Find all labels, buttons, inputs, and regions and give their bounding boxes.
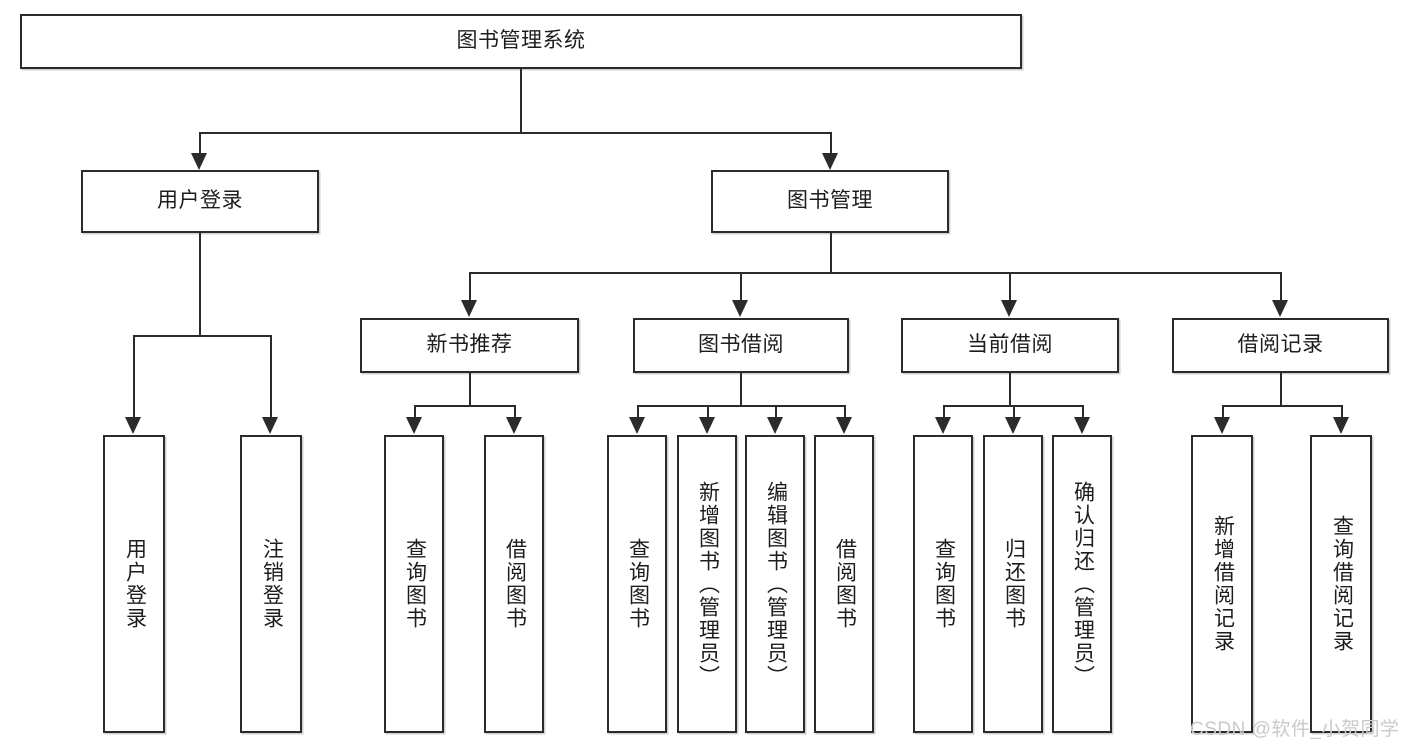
arrowhead-bb-leaf-1 <box>629 417 645 434</box>
connector-drop-nbr-leaf-2 <box>514 405 516 419</box>
node-label: 用户登录 <box>157 189 243 213</box>
leaf-bb-add-book-admin[interactable]: 新增图书（管理员） <box>677 435 737 733</box>
node-label: 新增借阅记录 <box>1211 515 1235 653</box>
arrowhead-user-login <box>191 153 207 170</box>
node-label: 新书推荐 <box>426 333 513 357</box>
connector-drop-br-leaf-1 <box>1222 405 1224 419</box>
node-label: 查询图书 <box>932 538 956 630</box>
arrowhead-cb-leaf-1 <box>935 417 951 434</box>
leaf-cb-return-book[interactable]: 归还图书 <box>983 435 1043 733</box>
connector-level3-bus <box>469 272 1280 274</box>
connector-drop-leaf-logout <box>270 335 272 418</box>
arrowhead-current-borrow <box>1001 300 1017 317</box>
connector-drop-bb-leaf-3 <box>775 405 777 419</box>
connector-drop-br-leaf-2 <box>1341 405 1343 419</box>
node-label: 确认归还（管理员） <box>1071 480 1095 688</box>
leaf-bb-edit-book-admin[interactable]: 编辑图书（管理员） <box>745 435 805 733</box>
connector-user-login-stem <box>199 233 201 335</box>
connector-drop-borrow-records <box>1280 272 1282 301</box>
connector-drop-cb-leaf-1 <box>943 405 945 419</box>
connector-book-mgmt-stem <box>830 233 832 272</box>
connector-drop-book-borrow <box>740 272 742 301</box>
leaf-cb-confirm-return-admin[interactable]: 确认归还（管理员） <box>1052 435 1112 733</box>
node-borrow-records[interactable]: 借阅记录 <box>1172 318 1389 373</box>
connector-drop-book-mgmt <box>830 132 832 154</box>
node-label: 当前借阅 <box>967 333 1053 357</box>
arrowhead-cb-leaf-2 <box>1005 417 1021 434</box>
node-label: 用户登录 <box>123 538 147 630</box>
leaf-br-query-record[interactable]: 查询借阅记录 <box>1310 435 1372 733</box>
leaf-cb-query-books[interactable]: 查询图书 <box>913 435 973 733</box>
node-user-login[interactable]: 用户登录 <box>81 170 319 233</box>
leaf-logout[interactable]: 注销登录 <box>240 435 302 733</box>
arrowhead-book-mgmt <box>822 153 838 170</box>
arrowhead-cb-leaf-3 <box>1074 417 1090 434</box>
connector-drop-user-login <box>199 132 201 154</box>
leaf-br-add-record[interactable]: 新增借阅记录 <box>1191 435 1253 733</box>
connector-drop-leaf-user-login <box>133 335 135 418</box>
connector-drop-nbr-leaf-1 <box>414 405 416 419</box>
arrowhead-br-leaf-2 <box>1333 417 1349 434</box>
node-label: 图书借阅 <box>698 333 784 357</box>
connector-drop-cb-leaf-2 <box>1013 405 1015 419</box>
node-label: 图书管理系统 <box>456 29 586 53</box>
connector-new-book-rec-bus <box>414 405 515 407</box>
arrowhead-br-leaf-1 <box>1214 417 1230 434</box>
csdn-watermark: CSDN @软件_小贺同学 <box>1190 719 1400 740</box>
connector-drop-cb-leaf-3 <box>1082 405 1084 419</box>
node-book-borrow[interactable]: 图书借阅 <box>633 318 849 373</box>
node-label: 借阅记录 <box>1237 333 1324 357</box>
connector-level2-bus <box>199 132 831 134</box>
node-label: 借阅图书 <box>833 538 857 630</box>
connector-book-borrow-bus <box>637 405 844 407</box>
arrowhead-nbr-leaf-1 <box>406 417 422 434</box>
leaf-bb-borrow-book[interactable]: 借阅图书 <box>814 435 874 733</box>
node-label: 借阅图书 <box>503 538 527 630</box>
node-current-borrow[interactable]: 当前借阅 <box>901 318 1119 373</box>
connector-user-login-bus <box>133 335 271 337</box>
node-new-book-recommend[interactable]: 新书推荐 <box>360 318 579 373</box>
connector-book-borrow-stem <box>740 373 742 405</box>
connector-drop-new-book-rec <box>469 272 471 301</box>
node-root-system[interactable]: 图书管理系统 <box>20 14 1022 69</box>
connector-borrow-records-bus <box>1222 405 1341 407</box>
arrowhead-bb-leaf-4 <box>836 417 852 434</box>
leaf-nbr-borrow-books[interactable]: 借阅图书 <box>484 435 544 733</box>
connector-drop-bb-leaf-4 <box>844 405 846 419</box>
arrowhead-new-book-rec <box>461 300 477 317</box>
connector-current-borrow-bus <box>943 405 1082 407</box>
connector-drop-current-borrow <box>1009 272 1011 301</box>
leaf-user-login[interactable]: 用户登录 <box>103 435 165 733</box>
connector-current-borrow-stem <box>1009 373 1011 405</box>
arrowhead-nbr-leaf-2 <box>506 417 522 434</box>
arrowhead-bb-leaf-2 <box>699 417 715 434</box>
connector-drop-bb-leaf-1 <box>637 405 639 419</box>
node-label: 图书管理 <box>787 189 873 213</box>
arrowhead-bb-leaf-3 <box>767 417 783 434</box>
connector-new-book-rec-stem <box>469 373 471 405</box>
arrowhead-leaf-user-login <box>125 417 141 434</box>
node-label: 查询图书 <box>403 538 427 630</box>
node-label: 新增图书（管理员） <box>696 480 720 688</box>
node-label: 归还图书 <box>1002 538 1026 630</box>
arrowhead-borrow-records <box>1272 300 1288 317</box>
arrowhead-leaf-logout <box>262 417 278 434</box>
leaf-bb-query-books[interactable]: 查询图书 <box>607 435 667 733</box>
connector-borrow-records-stem <box>1280 373 1282 405</box>
node-label: 编辑图书（管理员） <box>764 480 788 688</box>
leaf-nbr-query-books[interactable]: 查询图书 <box>384 435 444 733</box>
arrowhead-book-borrow <box>732 300 748 317</box>
node-label: 查询借阅记录 <box>1330 515 1354 653</box>
node-book-management[interactable]: 图书管理 <box>711 170 949 233</box>
connector-drop-bb-leaf-2 <box>707 405 709 419</box>
node-label: 查询图书 <box>626 538 650 630</box>
connector-root-stem <box>520 69 522 132</box>
node-label: 注销登录 <box>260 538 284 630</box>
